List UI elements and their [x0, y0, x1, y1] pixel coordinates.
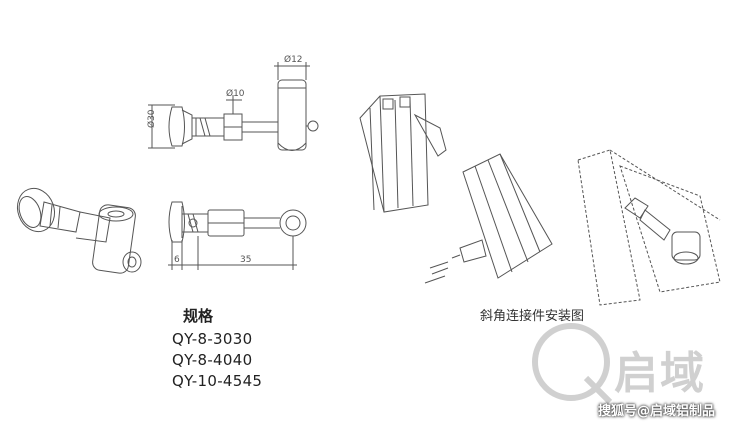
top-dimension-view [148, 62, 319, 151]
isometric-connector [16, 187, 142, 274]
watermark-footer: 搜狐号@启域铝制品 [598, 404, 716, 419]
sectional-connector [624, 197, 701, 265]
dim-len6: 6 [174, 255, 180, 265]
installation-caption: 斜角连接件安装图 [480, 309, 585, 324]
dim-d12: Ø12 [284, 54, 303, 65]
bottom-dimension-view [168, 201, 307, 270]
specs-title: 规格 [183, 307, 214, 325]
brand-logo [532, 323, 613, 405]
sectional-installation-view [577, 149, 721, 306]
profile-installation-view [359, 93, 553, 284]
watermark-brand: 启域 [614, 348, 706, 399]
spec-item: QY-10-4545 [172, 372, 263, 390]
dim-d10: Ø10 [226, 88, 245, 99]
spec-item: QY-8-3030 [172, 330, 253, 348]
dim-d30: Ø30 [146, 109, 157, 128]
spec-item: QY-8-4040 [172, 351, 253, 369]
dim-len35: 35 [240, 255, 251, 265]
